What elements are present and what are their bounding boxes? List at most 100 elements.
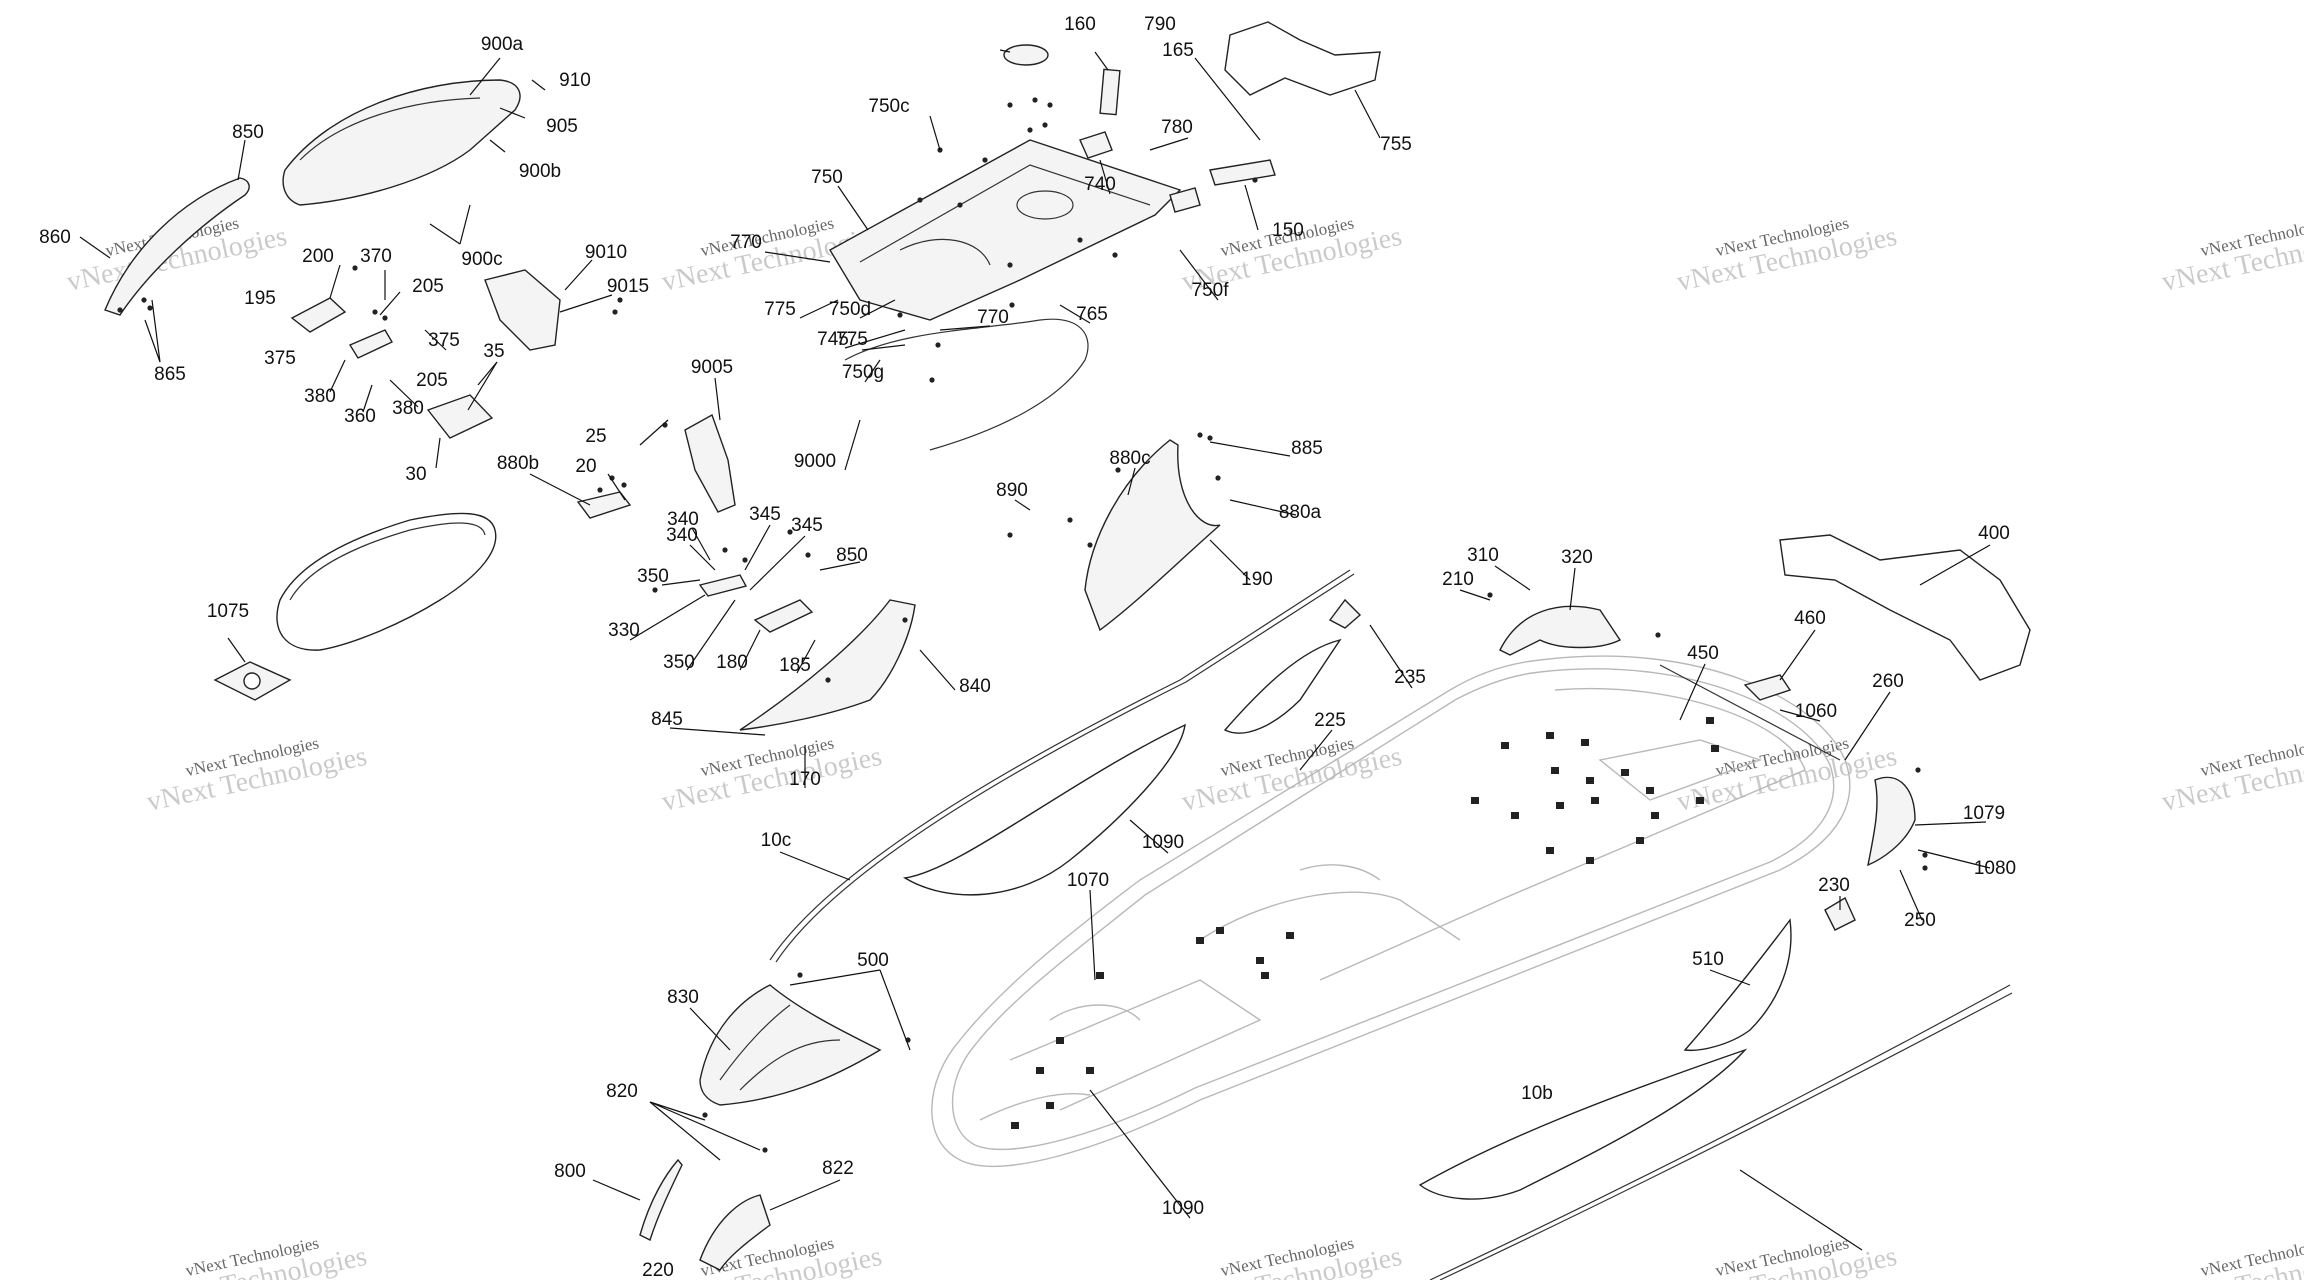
leader-line-500 bbox=[879, 969, 911, 1051]
callout-185-58: 185 bbox=[779, 655, 811, 676]
callout-345-51: 345 bbox=[749, 504, 781, 525]
callout-375-15: 375 bbox=[264, 348, 296, 369]
mat-755 bbox=[1224, 21, 1381, 96]
callout-820-84: 820 bbox=[606, 1081, 638, 1102]
callout-905-5: 905 bbox=[546, 116, 578, 137]
rail-1060 bbox=[1659, 664, 1841, 761]
leader-line-185 bbox=[796, 639, 816, 674]
leader-line-750f bbox=[1179, 249, 1219, 301]
latch-780 bbox=[1079, 131, 1113, 159]
callout-320-64: 320 bbox=[1561, 547, 1593, 568]
callout-880b-44: 880b bbox=[497, 453, 539, 474]
leader-line-380 bbox=[389, 379, 419, 408]
panel-800 bbox=[699, 1194, 771, 1271]
callout-750c-25: 750c bbox=[868, 96, 909, 117]
fastener-12 bbox=[935, 342, 941, 348]
callout-460-68: 460 bbox=[1794, 608, 1826, 629]
hull-clip-21 bbox=[1011, 1122, 1019, 1129]
leader-line-900a bbox=[469, 57, 501, 96]
hull-fasteners bbox=[1011, 717, 1719, 1129]
fastener-21 bbox=[1197, 432, 1203, 438]
leader-line-1070 bbox=[1089, 889, 1096, 981]
fastener-26 bbox=[141, 297, 147, 303]
callout-750f-37: 750f bbox=[1192, 280, 1230, 301]
callout-750-26: 750 bbox=[811, 167, 843, 188]
callout-790-0: 790 bbox=[1144, 14, 1176, 35]
callout-845-61: 845 bbox=[651, 709, 683, 730]
storage-cover-900a bbox=[282, 79, 521, 206]
leader-line-220 bbox=[769, 1179, 841, 1211]
hull-clip-10 bbox=[1511, 812, 1519, 819]
leader-line-350 bbox=[661, 579, 701, 586]
leader-line-865 bbox=[151, 299, 161, 363]
fastener-43 bbox=[797, 972, 803, 978]
callout-775-38: 775 bbox=[836, 329, 868, 350]
callout-450-69: 450 bbox=[1687, 643, 1719, 664]
callout-880c-45: 880c bbox=[1109, 448, 1150, 469]
hull-clip-19 bbox=[1086, 1067, 1094, 1074]
leader-line-375 bbox=[424, 329, 447, 351]
fastener-47 bbox=[1115, 467, 1121, 473]
fastener-6 bbox=[982, 157, 988, 163]
leader-line-310 bbox=[1494, 565, 1531, 591]
mat-210 bbox=[1779, 534, 2031, 681]
callout-30-22: 30 bbox=[405, 464, 426, 485]
hull-clip-6 bbox=[1646, 787, 1654, 794]
cap-1070 bbox=[1867, 776, 1916, 867]
fastener-25 bbox=[621, 482, 627, 488]
latch-740 bbox=[1169, 187, 1201, 213]
fastener-51 bbox=[1007, 532, 1013, 538]
callout-780-27: 780 bbox=[1161, 117, 1193, 138]
leader-line-10c bbox=[779, 851, 851, 881]
leader-line-320 bbox=[1569, 567, 1576, 611]
leader-line-35 bbox=[477, 361, 498, 386]
hull-clip-12 bbox=[1636, 837, 1644, 844]
decal-230 bbox=[1683, 918, 1792, 1052]
leader-line-360 bbox=[362, 384, 373, 413]
callout-150-29: 150 bbox=[1272, 220, 1304, 241]
callout-195-14: 195 bbox=[244, 288, 276, 309]
leader-line-750d bbox=[859, 299, 896, 319]
callout-20-43: 20 bbox=[575, 456, 596, 477]
callout-350-54: 350 bbox=[637, 566, 669, 587]
leader-line-820 bbox=[689, 1007, 731, 1051]
callout-900a-3: 900a bbox=[481, 34, 524, 55]
leader-line-770 bbox=[764, 251, 831, 263]
callout-755-30: 755 bbox=[1380, 134, 1412, 155]
leader-line-822 bbox=[592, 1179, 641, 1201]
leader-line-160 bbox=[1094, 51, 1109, 71]
callout-770-34: 770 bbox=[977, 307, 1009, 328]
leader-line-1079 bbox=[1914, 821, 1987, 826]
fastener-18 bbox=[722, 547, 728, 553]
callout-180-57: 180 bbox=[716, 652, 748, 673]
leader-line-885 bbox=[1209, 441, 1291, 457]
leader-line-9000 bbox=[844, 419, 861, 471]
callout-230-80: 230 bbox=[1818, 875, 1850, 896]
callout-260-71: 260 bbox=[1872, 671, 1904, 692]
leader-line-765 bbox=[1059, 304, 1091, 324]
callout-340-52: 340 bbox=[666, 525, 698, 546]
callout-830-83: 830 bbox=[667, 987, 699, 1008]
callout-10b-88: 10b bbox=[1521, 1083, 1553, 1104]
leader-line-30 bbox=[435, 437, 441, 469]
callout-200-11: 200 bbox=[302, 246, 334, 267]
leader-line-910 bbox=[531, 79, 546, 91]
fastener-13 bbox=[929, 377, 935, 383]
hull-clip-1 bbox=[1546, 732, 1554, 739]
leader-line-900c bbox=[459, 204, 471, 245]
leader-line-1075 bbox=[227, 637, 246, 663]
leader-line-200 bbox=[329, 264, 341, 299]
leader-line-890 bbox=[1014, 499, 1031, 511]
fastener-16 bbox=[1252, 177, 1258, 183]
cover-9010 bbox=[484, 269, 561, 351]
leader-line-830 bbox=[789, 969, 881, 986]
callout-35-21: 35 bbox=[483, 341, 504, 362]
callout-890-46: 890 bbox=[996, 480, 1028, 501]
leader-line-380 bbox=[329, 359, 346, 393]
callout-350-56: 350 bbox=[663, 652, 695, 673]
